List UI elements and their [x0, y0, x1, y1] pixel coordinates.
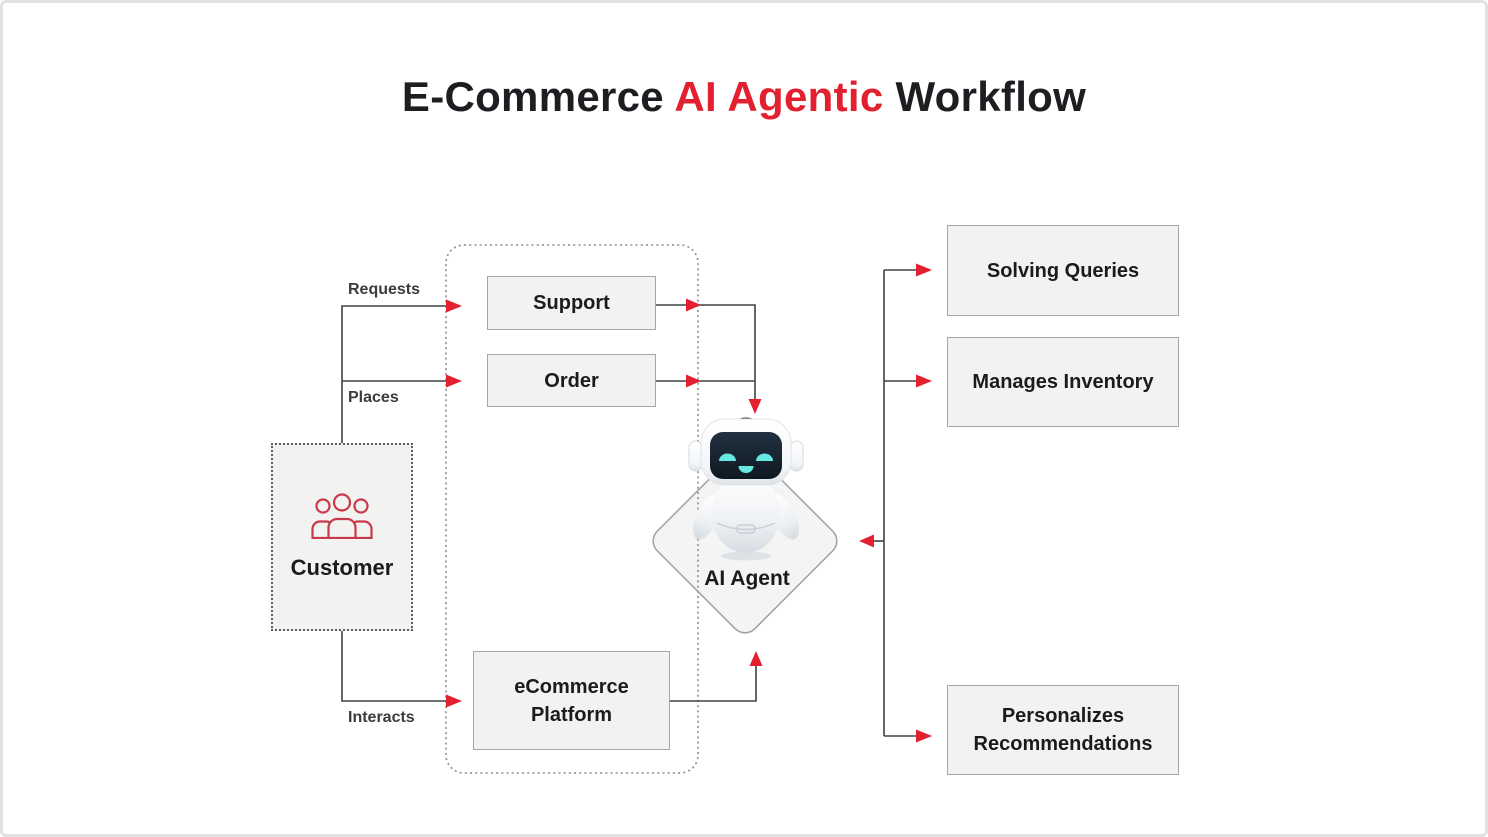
node-ai-agent-label: AI Agent — [704, 567, 790, 590]
arrowhead-places — [446, 374, 462, 388]
arrowhead-into-agent-bottom — [749, 651, 763, 666]
edge-support-to-agent-line — [656, 304, 756, 399]
arrowhead-agent-side — [859, 534, 874, 548]
manages-inventory-label: Manages Inventory — [972, 371, 1154, 393]
arrowhead-manages-inventory — [916, 374, 932, 388]
robot-left-ear — [688, 440, 703, 472]
support-label: Support — [533, 292, 610, 314]
node-manages-inventory: Manages Inventory — [947, 337, 1179, 427]
arrowhead-personalizes — [916, 729, 932, 743]
edge-platform-to-agent-line — [670, 666, 757, 702]
solving-queries-label: Solving Queries — [986, 259, 1140, 282]
robot-icon — [688, 417, 804, 561]
robot-body-seam — [716, 522, 776, 531]
page-title: E-Commerce AI Agentic Workflow — [3, 73, 1485, 121]
edge-label-requests: Requests — [348, 281, 421, 298]
arrowhead-solving-queries — [916, 263, 932, 277]
robot-face-screen — [710, 432, 782, 479]
arrowhead-requests — [446, 299, 462, 313]
arrowhead-into-agent-top — [748, 399, 762, 414]
people-icon — [311, 493, 373, 539]
platform-label: eCommerce Platform — [514, 675, 629, 726]
title-prefix: E-Commerce — [401, 73, 675, 120]
edge-label-interacts: Interacts — [348, 709, 415, 726]
robot-smile — [738, 466, 754, 473]
arrowhead-interacts — [446, 694, 462, 708]
node-order: Order — [487, 354, 656, 407]
arrowhead-order-out — [686, 374, 701, 388]
robot-left-eye — [719, 453, 736, 461]
robot-shadow — [721, 551, 771, 561]
robot-right-eye — [756, 453, 773, 461]
edge-requests-line — [341, 305, 446, 443]
edge-interacts-line — [341, 631, 446, 702]
node-personalizes-recommendations: Personalizes Recommendations — [947, 685, 1179, 775]
arrowheads — [446, 263, 932, 743]
node-ecommerce-platform: eCommerce Platform — [473, 651, 670, 750]
robot-body-panel — [736, 524, 756, 534]
customer-label: Customer — [290, 555, 394, 580]
robot-body — [712, 475, 780, 553]
order-label: Order — [544, 369, 599, 392]
title-highlight: AI Agentic — [674, 73, 884, 120]
edge-label-places: Places — [348, 389, 399, 406]
title-suffix: Workflow — [883, 73, 1087, 120]
personalizes-label: Personalizes Recommendations — [973, 705, 1153, 755]
node-solving-queries: Solving Queries — [947, 225, 1179, 316]
dashed-container — [445, 244, 699, 774]
arrowhead-support-out — [686, 298, 701, 312]
node-support: Support — [487, 276, 656, 330]
node-customer: Customer — [271, 443, 413, 631]
connector-lines — [341, 269, 916, 737]
robot-right-ear — [789, 440, 804, 472]
